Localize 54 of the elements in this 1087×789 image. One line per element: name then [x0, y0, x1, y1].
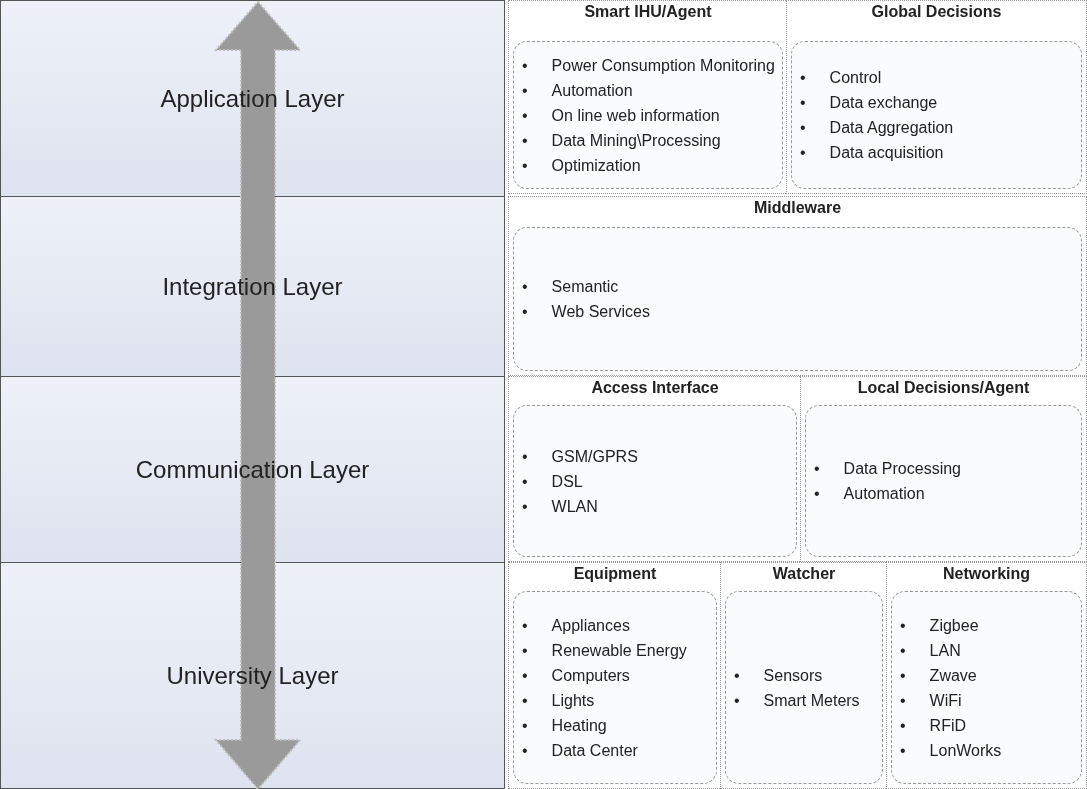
- group-panel: [786, 0, 1087, 194]
- group-panel: [508, 196, 1087, 376]
- list-item: • Control: [800, 68, 883, 88]
- list-item: • Lights: [522, 690, 596, 711]
- layer-box: [0, 196, 505, 377]
- list-item: • RFiD: [900, 715, 968, 736]
- list-item: • Data acquisition: [800, 143, 945, 163]
- list-item: • Optimization: [522, 155, 642, 176]
- list-item: • Renewable Energy: [522, 640, 687, 661]
- list-item: • LonWorks: [900, 740, 1002, 761]
- group-panel: [720, 562, 888, 789]
- list-item: • On line web information: [522, 105, 721, 126]
- group-heading: Smart IHU/Agent: [583, 3, 713, 21]
- group-heading: Middleware: [752, 199, 843, 217]
- list-item: • Data exchange: [800, 93, 939, 113]
- group-panel: [886, 562, 1087, 789]
- list-item: • LAN: [900, 640, 962, 661]
- group-heading: Equipment: [572, 565, 658, 583]
- list-item: • Automation: [814, 484, 926, 504]
- list-item: • Data Mining\Processing: [522, 130, 722, 151]
- list-item: • Smart Meters: [734, 690, 860, 711]
- layer-label: Application Layer: [159, 84, 346, 113]
- list-item: • GSM/GPRS: [522, 446, 639, 467]
- list-item: • Appliances: [522, 615, 631, 636]
- list-item: • WiFi: [900, 690, 963, 711]
- group-panel: [508, 0, 788, 194]
- list-item: • Automation: [522, 80, 634, 101]
- list-item: • Data Aggregation: [800, 118, 954, 138]
- list-item: • Web Services: [522, 302, 650, 322]
- list-item: • Data Processing: [814, 459, 961, 479]
- list-item: • DSL: [522, 471, 584, 492]
- list-item: • Heating: [522, 715, 608, 736]
- group-heading: Local Decisions/Agent: [856, 379, 1031, 397]
- group-panel: [508, 376, 802, 562]
- group-heading: Networking: [941, 565, 1032, 583]
- list-item: • Computers: [522, 665, 631, 686]
- group-panel: [508, 562, 722, 789]
- list-item: • Zwave: [900, 665, 978, 686]
- list-item: • Sensors: [734, 665, 824, 686]
- list-item: • Semantic: [522, 277, 620, 297]
- list-item: • WLAN: [522, 496, 599, 517]
- list-item: • Zigbee: [900, 615, 980, 636]
- layer-label: Communication Layer: [134, 455, 371, 484]
- group-heading: Global Decisions: [870, 3, 1003, 21]
- layer-box: [0, 0, 505, 197]
- group-heading: Access Interface: [590, 379, 720, 397]
- layer-box: [0, 376, 505, 563]
- list-item: • Power Consumption Monitoring: [522, 55, 775, 76]
- group-heading: Watcher: [771, 565, 837, 583]
- layer-label: University Layer: [165, 661, 340, 690]
- group-panel: [800, 376, 1087, 562]
- layer-box: [0, 562, 505, 789]
- layer-label: Integration Layer: [161, 272, 344, 301]
- list-item: • Data Center: [522, 740, 639, 761]
